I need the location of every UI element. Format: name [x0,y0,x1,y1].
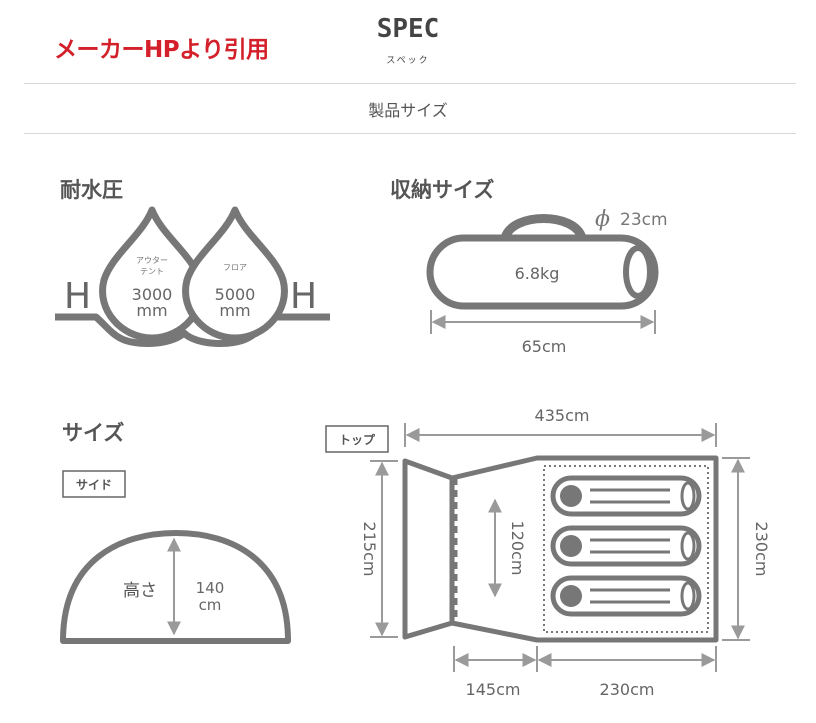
bottom-divider [24,133,796,134]
top-view-tag [325,425,389,453]
side-view-label: サイド [76,478,112,492]
inner-depth: 230cm [600,680,655,699]
height-label: 高さ [123,581,157,601]
outer-tent-drop [99,206,205,342]
h-letter-left: H [64,276,91,317]
vestibule-front [402,458,455,640]
bag-length: 65cm [522,337,567,356]
outer-tent-unit: mm [136,301,167,320]
top-view-diagram: トップ 435cm [325,406,771,699]
bag-end-cap [623,245,653,299]
entrance-width: 120cm [508,521,527,576]
spec-title: SPEC [376,14,440,44]
diameter-symbol: ϕ [595,207,610,232]
water-pressure-diagram: H H アウター テント 3000 mm フロア 5000 mm [55,206,330,347]
spec-subtitle: スペック [386,56,430,66]
height-unit: cm [199,596,222,614]
inner-tent [543,465,709,633]
floor-unit: mm [219,301,250,320]
vestibule-depth: 145cm [466,680,521,699]
floor-value: 5000 [215,285,256,304]
bag-body [426,234,659,310]
sleeping-bag-2 [550,525,702,567]
tent-side-outline [60,530,291,644]
bag-weight: 6.8kg [515,264,560,283]
water-pressure-heading: 耐水圧 [60,178,123,202]
side-view-tag [62,470,126,498]
outer-tent-label-1: アウター [136,256,168,265]
top-view-label: トップ [339,432,376,447]
bag-diameter: 23cm [620,210,668,230]
inner-width: 230cm [752,522,771,577]
source-note: メーカーHPより引用 [54,37,269,63]
front-width: 215cm [360,522,379,577]
sleeping-bag-1 [550,475,702,517]
h-letter-right: H [290,276,317,317]
storage-size-heading: 収納サイズ [390,178,495,202]
top-divider [24,83,796,84]
outer-tent-value: 3000 [132,285,173,304]
sleeping-bag-3 [550,575,702,617]
storage-bag-diagram: 6.8kg ϕ 23cm 65cm [426,207,668,356]
floor-label: フロア [223,263,247,272]
outer-tent-label-2: テント [140,267,164,276]
section-title: 製品サイズ [368,101,448,120]
height-value: 140 [196,579,225,597]
bag-handle [500,214,587,243]
total-length: 435cm [535,406,590,425]
size-heading: サイズ [62,421,125,445]
side-view-diagram: サイド 高さ 140 cm [60,470,291,644]
floor-drop [182,206,288,342]
